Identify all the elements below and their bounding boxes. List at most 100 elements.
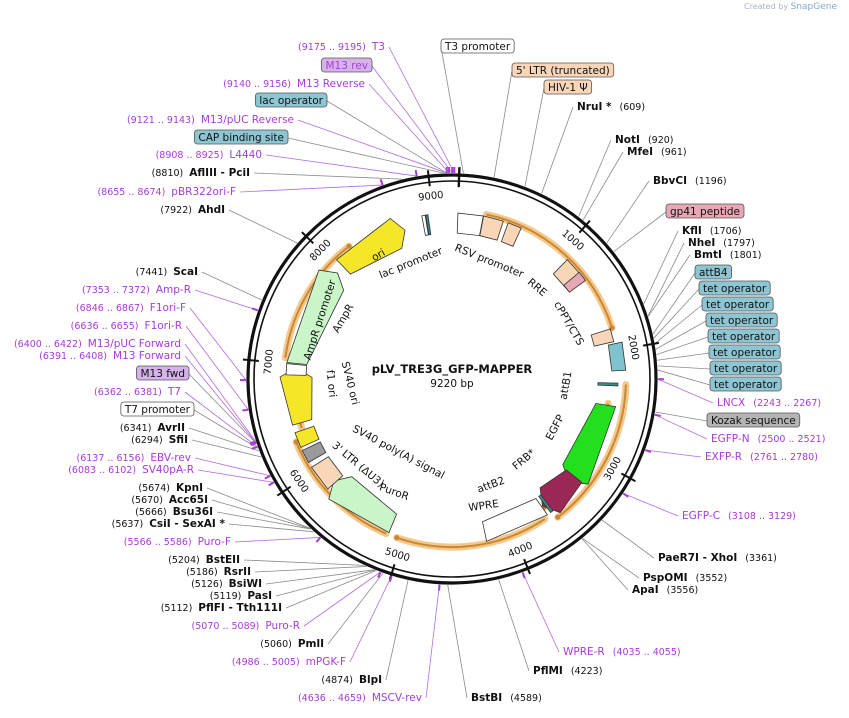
restriction-site-label[interactable]: BlpI(4874)	[321, 674, 382, 686]
restriction-site-label[interactable]: MfeI(961)	[627, 146, 687, 158]
leader-line	[326, 100, 447, 174]
restriction-site-label[interactable]: RsrII(5186)	[186, 566, 251, 578]
restriction-site-label[interactable]: ScaI(7441)	[136, 266, 198, 278]
site-name: tet operator	[712, 331, 776, 343]
site-position: (6362 .. 6381)	[94, 387, 162, 398]
restriction-site-label[interactable]: NotI(920)	[615, 134, 673, 146]
restriction-site-label[interactable]: AflIII - PciI(8810)	[152, 167, 250, 179]
leader-line	[265, 569, 375, 585]
restriction-site-label[interactable]: PasI(5119)	[210, 590, 272, 602]
restriction-site-label[interactable]: BbvCI(1196)	[653, 175, 727, 187]
restriction-site-label[interactable]: KpnI(5674)	[138, 482, 203, 494]
site-name: M13/pUC Forward	[88, 338, 181, 350]
tick-mark	[620, 472, 636, 483]
feature-sv40-poly-a-signal	[301, 441, 327, 464]
backbone-outer	[246, 173, 658, 585]
site-name: HIV-1 Ψ	[548, 82, 588, 94]
primer-label[interactable]: Amp-R(7353 .. 7372)	[82, 284, 191, 296]
leader-line	[657, 352, 710, 361]
primer-label[interactable]: M13 Reverse(9140 .. 9156)	[223, 78, 365, 90]
primer-label[interactable]: EGFP-C(3108 .. 3129)	[682, 510, 796, 522]
origin-mark	[457, 167, 461, 188]
restriction-site-label[interactable]: AhdI(7922)	[160, 204, 225, 216]
primer-label[interactable]: MSCV-rev(4636 .. 4659)	[298, 692, 422, 704]
credit: Created by SnapGene	[744, 2, 837, 12]
restriction-site-label[interactable]: PflMI(4223)	[533, 665, 602, 677]
feature-tag[interactable]: lac operator	[254, 92, 328, 108]
site-position: (8655 .. 8674)	[97, 187, 165, 198]
restriction-site-label[interactable]: BstEII(5204)	[168, 554, 240, 566]
restriction-site-label[interactable]: CsiI - SexAI *(5637)	[112, 518, 226, 530]
site-name: M13/pUC Reverse	[201, 114, 294, 126]
primer-label[interactable]: M13 Forward(6391 .. 6408)	[39, 350, 181, 362]
feature-arc-line	[557, 384, 627, 518]
feature-tag[interactable]: tet operator	[698, 280, 771, 296]
restriction-site-label[interactable]: NheI(1797)	[688, 237, 755, 249]
primer-label[interactable]: LNCX(2243 .. 2267)	[717, 397, 821, 409]
site-position: (3556)	[667, 585, 699, 596]
primer-label[interactable]: WPRE-R(4035 .. 4055)	[563, 646, 681, 658]
feature-label: WPRE	[468, 498, 500, 514]
feature-tag[interactable]: 5' LTR (truncated)	[511, 62, 615, 78]
primer-label[interactable]: EGFP-N(2500 .. 2521)	[711, 433, 825, 445]
tick-mark	[276, 485, 292, 497]
restriction-site-label[interactable]: PflFI - Tth111I(5112)	[161, 602, 282, 614]
primer-label[interactable]: pBR322ori-F(8655 .. 8674)	[97, 186, 236, 198]
restriction-site-label[interactable]: SfiI(6294)	[131, 434, 188, 446]
restriction-site-label[interactable]: PaeR7I - XhoI(3361)	[658, 552, 777, 564]
primer-label[interactable]: L4440(8908 .. 8925)	[156, 149, 262, 161]
site-position: (3552)	[696, 573, 728, 584]
feature-tag[interactable]: gp41 peptide	[665, 203, 745, 219]
site-name: lac operator	[259, 95, 323, 107]
feature-tag[interactable]: tet operator	[701, 296, 774, 312]
restriction-site-label[interactable]: ApaI(3556)	[632, 584, 698, 596]
primer-label[interactable]: EBV-rev(6137 .. 6156)	[77, 452, 192, 464]
primer-label[interactable]: F1ori-R(6636 .. 6655)	[71, 320, 182, 332]
primer-label[interactable]: EXFP-R(2761 .. 2780)	[705, 451, 818, 463]
feature-tag[interactable]: M13 rev	[321, 57, 373, 73]
restriction-site-label[interactable]: Bsu36I(5666)	[135, 506, 213, 518]
tick-label: 6000	[287, 468, 310, 495]
feature-tag[interactable]: HIV-1 Ψ	[543, 79, 593, 95]
feature-tag[interactable]: tet operator	[707, 328, 780, 344]
primer-label[interactable]: T3(9175 .. 9195)	[298, 41, 385, 53]
restriction-site-label[interactable]: PmlI(5060)	[260, 638, 324, 650]
site-position: (4636 .. 4659)	[298, 693, 366, 704]
tick-label: 4000	[507, 540, 535, 560]
primer-mark	[249, 440, 257, 445]
restriction-site-label[interactable]: KflI(1706)	[682, 225, 741, 237]
restriction-site-label[interactable]: BstBI(4589)	[471, 692, 542, 704]
restriction-site-label[interactable]: NruI *(609)	[577, 101, 645, 113]
site-name: T3 promoter	[444, 41, 511, 53]
site-name: BlpI	[359, 674, 382, 686]
primer-label[interactable]: SV40pA-R(6083 .. 6102)	[68, 464, 194, 476]
site-name: PflFI - Tth111I	[198, 602, 282, 614]
restriction-site-label[interactable]: PspOMI (3552)	[643, 572, 727, 584]
leader-line	[327, 572, 384, 645]
restriction-site-label[interactable]: AvrII(6341)	[120, 422, 185, 434]
feature-tag[interactable]: attB4	[694, 264, 732, 280]
primer-label[interactable]: M13/pUC Reverse(9121 .. 9143)	[127, 114, 294, 126]
primer-label[interactable]: mPGK-F(4986 .. 5005)	[232, 656, 346, 668]
feature-tag[interactable]: T3 promoter	[440, 38, 515, 54]
feature-tag[interactable]: T7 promoter	[120, 401, 195, 417]
feature-tag[interactable]: tet operator	[709, 360, 782, 376]
primer-label[interactable]: Puro-R(5070 .. 5089)	[192, 620, 300, 632]
feature-tag[interactable]: tet operator	[705, 312, 778, 328]
primer-label[interactable]: Puro-F(5566 .. 5586)	[124, 536, 231, 548]
primer-label[interactable]: M13/pUC Forward(6400 .. 6422)	[14, 338, 181, 350]
site-position: (5126)	[191, 579, 223, 590]
restriction-site-label[interactable]: BmtI(1801)	[694, 249, 761, 261]
backbone-ring	[246, 167, 658, 585]
feature-tag[interactable]: CAP binding site	[193, 129, 289, 145]
feature-tag[interactable]: M13 fwd	[136, 365, 190, 381]
feature-tag[interactable]: tet operator	[708, 344, 781, 360]
feature-tag[interactable]: tet operator	[709, 376, 782, 392]
site-name: PspOMI	[643, 572, 688, 584]
primer-label[interactable]: T7(6362 .. 6381)	[94, 386, 181, 398]
primer-label[interactable]: F1ori-F(6846 .. 6867)	[76, 302, 186, 314]
restriction-site-label[interactable]: Acc65I(5670)	[131, 494, 208, 506]
leader-line	[582, 151, 624, 221]
feature-tag[interactable]: Kozak sequence	[706, 412, 801, 428]
restriction-site-label[interactable]: BsiWI(5126)	[191, 578, 262, 590]
